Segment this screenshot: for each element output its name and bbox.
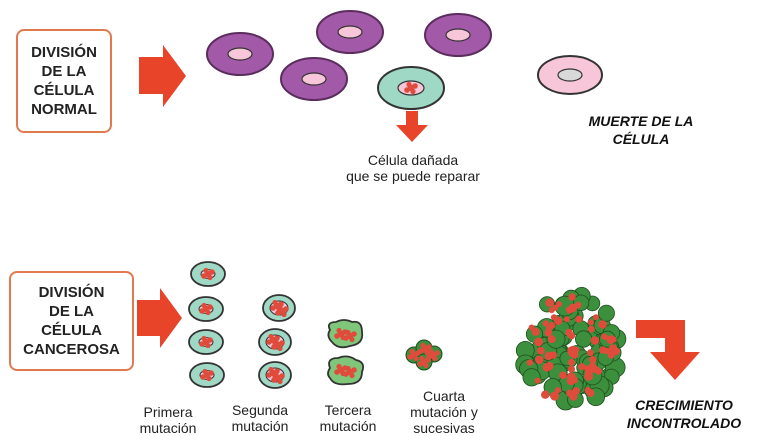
mutation-caption-line: Tercera <box>324 402 372 418</box>
cancer-label-line: DE LA <box>49 303 94 320</box>
tumor-nucleus <box>554 316 563 325</box>
fourth-mutation-caption: Cuarta mutación y sucesivas <box>404 388 484 436</box>
tumor-nucleus <box>534 377 541 384</box>
tumor-nucleus <box>563 316 570 323</box>
tumor-nucleus <box>590 336 600 345</box>
tumor-cell <box>597 304 615 322</box>
tumor-nucleus <box>534 337 543 347</box>
cancer-label-line: CÉLULA <box>41 322 102 339</box>
damaged-cell-caption: Célula dañada que se puede reparar <box>318 152 508 184</box>
tumor-nucleus <box>535 355 544 365</box>
tumor-nucleus <box>587 349 594 357</box>
tumor-nucleus <box>575 315 583 323</box>
tumor-nucleus <box>567 358 575 366</box>
normal-cell <box>424 13 492 57</box>
death-caption-line: MUERTE DE LA <box>588 113 694 129</box>
tumor-nucleus <box>544 328 553 337</box>
tumor-nucleus <box>593 314 599 321</box>
normal-label-line: DIVISIÓN <box>31 44 97 61</box>
arrow-cancer-division <box>137 288 182 348</box>
tumor-nucleus <box>547 335 556 344</box>
damaged-cell <box>377 66 445 110</box>
growth-caption-line: INCONTROLADO <box>626 415 742 431</box>
mutation-caption-line: sucesivas <box>413 420 475 436</box>
tumor-nucleus <box>566 376 576 386</box>
damaged-caption-line: que se puede reparar <box>346 168 480 184</box>
mutation-caption-line: mutación <box>139 420 197 436</box>
first-mutation-caption: Primera mutación <box>128 404 208 436</box>
tumor-nucleus <box>569 345 577 353</box>
uncontrolled-growth-caption: CRECIMIENTO INCONTROLADO <box>616 396 752 432</box>
tumor-nucleus <box>542 320 549 327</box>
tumor-nucleus <box>548 322 556 329</box>
tumor-nucleus <box>568 293 576 301</box>
tumor-nucleus <box>550 391 560 401</box>
normal-label-line: CÉLULA <box>33 82 95 99</box>
normal-cell <box>316 10 384 54</box>
tumor-nucleus <box>572 387 580 395</box>
death-caption-line: CÉLULA <box>612 131 670 147</box>
second-mutation-cells <box>258 294 296 389</box>
normal-label-line: NORMAL <box>31 101 97 118</box>
mutation-caption-line: Primera <box>143 404 193 420</box>
mutation-caption-line: mutación y <box>410 404 478 420</box>
tumor-cell <box>574 330 593 348</box>
mutation-caption-line: Cuarta <box>422 388 466 404</box>
tumor-nucleus <box>531 327 540 336</box>
arrow-damaged-down <box>396 111 428 142</box>
cancer-label-line: DIVISIÓN <box>38 284 105 301</box>
arrow-uncontrolled-growth <box>636 320 700 380</box>
tumor-nucleus <box>559 371 567 380</box>
mutation-caption-line: Segunda <box>231 402 289 418</box>
damaged-caption-line: Célula dañada <box>367 152 459 168</box>
tumor-nucleus <box>542 363 551 372</box>
tumor-nucleus <box>594 368 601 375</box>
first-mutation-cells <box>188 261 226 388</box>
tumor-nucleus <box>548 307 555 314</box>
tumor-nucleus <box>541 390 550 399</box>
tumor-nucleus <box>612 347 620 356</box>
tumor-nucleus <box>588 325 595 333</box>
tumor-nucleus <box>544 351 553 361</box>
tumor-nucleus <box>526 359 534 366</box>
tumor-nucleus <box>598 320 607 329</box>
tumor-nucleus <box>587 319 595 326</box>
tumor-nucleus <box>567 332 576 340</box>
normal-division-label: DIVISIÓN DE LA CÉLULA NORMAL <box>16 29 112 133</box>
third-mutation-cells <box>327 319 365 386</box>
cancer-label-line: CANCEROSA <box>23 341 120 358</box>
tumor-nucleus <box>601 333 608 340</box>
tumor-nucleus <box>568 303 578 313</box>
tumor-nucleus <box>578 363 586 371</box>
normal-label-line: DE LA <box>41 63 87 80</box>
tumor-nucleus <box>609 336 617 343</box>
mutation-caption-line: mutación <box>319 418 377 434</box>
cancer-division-label: DIVISIÓN DE LA CÉLULA CANCEROSA <box>9 271 134 371</box>
fourth-mutation-cells <box>405 339 443 371</box>
tumor-nucleus <box>554 387 562 394</box>
tumor-nucleus <box>589 356 597 364</box>
tumor-nucleus <box>545 298 554 307</box>
tumor-nucleus <box>585 369 593 377</box>
mutation-caption-line: mutación <box>231 418 289 434</box>
second-mutation-caption: Segunda mutación <box>220 402 300 434</box>
cell-death-caption: MUERTE DE LA CÉLULA <box>566 112 716 148</box>
dead-cell <box>537 55 603 95</box>
tumor-nucleus <box>536 346 545 355</box>
normal-cell <box>206 32 274 76</box>
tumor-nucleus <box>584 387 592 394</box>
tumor-mass <box>515 286 627 411</box>
tumor-nucleus <box>603 347 611 355</box>
normal-cell <box>280 57 348 101</box>
growth-caption-line: CRECIMIENTO <box>635 397 733 413</box>
arrow-normal-division <box>139 45 186 107</box>
tumor-nucleus <box>568 365 575 373</box>
third-mutation-caption: Tercera mutación <box>308 402 388 434</box>
tumor-nucleus <box>555 301 563 308</box>
